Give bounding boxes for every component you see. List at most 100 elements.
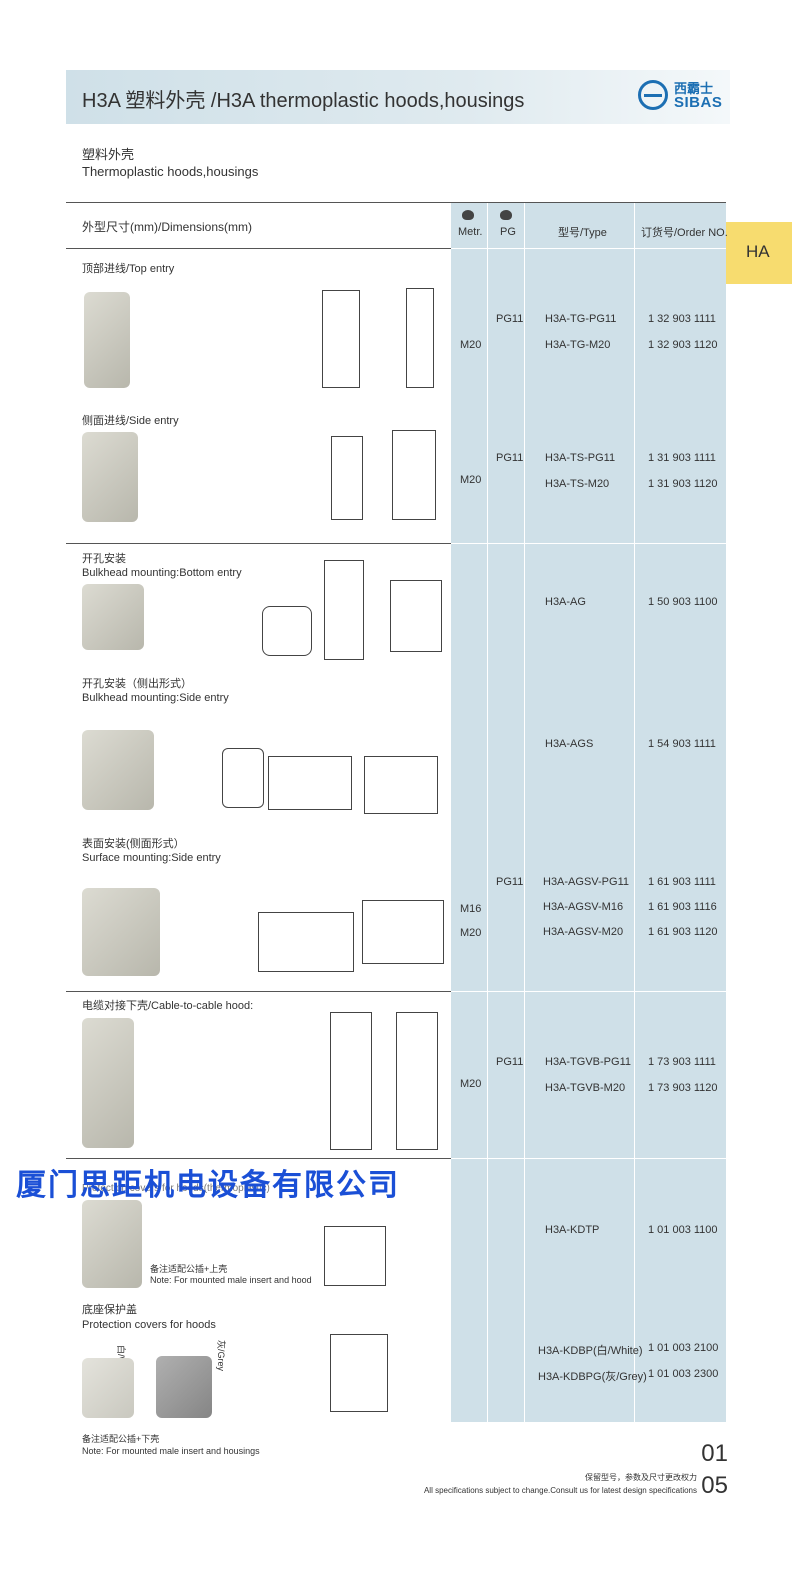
row1-metr: M20 xyxy=(460,339,482,351)
product-photo-top-entry xyxy=(84,292,130,388)
label-grey: 灰/Grey xyxy=(216,1340,226,1372)
label-top-entry: 顶部进线/Top entry xyxy=(82,263,175,275)
row8-type-2: H3A-KDBPG(灰/Grey) xyxy=(538,1371,647,1383)
table-top-rule xyxy=(66,202,726,203)
row2-type-1: H3A-TS-PG11 xyxy=(545,452,616,464)
drawing-bulkhead-front xyxy=(324,560,364,660)
drawing-top-entry-front xyxy=(322,290,360,388)
row2-metr: M20 xyxy=(460,474,482,486)
product-photo-surface xyxy=(82,888,160,976)
row1-order-2: 1 32 903 1120 xyxy=(648,339,718,351)
drawing-cable-hood-front xyxy=(330,1012,372,1150)
row-separator xyxy=(451,991,726,992)
row-separator xyxy=(451,248,726,249)
row7-type: H3A-KDTP xyxy=(545,1224,600,1236)
row5-order-3: 1 61 903 1120 xyxy=(648,926,718,938)
row6-metr: M20 xyxy=(460,1078,482,1090)
brand-logo: 西霸士 SIBAS xyxy=(638,76,723,116)
row8-order-1: 1 01 003 2100 xyxy=(648,1342,719,1354)
row-separator xyxy=(451,543,726,544)
drawing-side-entry-front xyxy=(331,436,363,520)
subtitle-en: Thermoplastic hoods,housings xyxy=(82,164,259,179)
drawing-cover-housing xyxy=(330,1334,388,1412)
section-rule xyxy=(66,991,451,992)
drawing-cutout xyxy=(262,606,312,656)
logo-cn: 西霸士 xyxy=(674,81,714,96)
row3-order: 1 50 903 1100 xyxy=(648,596,718,608)
logo-en: SIBAS xyxy=(674,94,723,111)
drawing-top-entry-side xyxy=(406,288,434,388)
type-header: 型号/Type xyxy=(558,227,607,239)
row5-metr: M16 M20 xyxy=(460,903,482,939)
label-protection-housing-en: Protection covers for hoods xyxy=(82,1319,216,1331)
section-rule xyxy=(66,543,451,544)
cable-gland-icon xyxy=(500,210,512,220)
row4-order: 1 54 903 1111 xyxy=(648,738,716,750)
pg-header: PG xyxy=(500,226,516,238)
footer-cn: 保留型号，参数及尺寸更改权力 xyxy=(585,1473,697,1482)
section-tab-label: HA xyxy=(746,242,770,261)
row2-order-1: 1 31 903 1111 xyxy=(648,452,716,464)
row2-pg: PG11 xyxy=(496,452,524,464)
metr-header: Metr. xyxy=(458,226,483,238)
label-bulkhead-side-en: Bulkhead mounting:Side entry xyxy=(82,692,229,704)
row1-pg: PG11 xyxy=(496,313,524,325)
row7-order: 1 01 003 1100 xyxy=(648,1224,718,1236)
drawing-bulkhead-side xyxy=(390,580,442,652)
row5-type-1: H3A-AGSV-PG11 xyxy=(543,876,629,888)
row5-type-3: H3A-AGSV-M20 xyxy=(543,926,624,938)
table-columns-bg xyxy=(451,202,726,1422)
product-photo-cover-hood xyxy=(82,1200,142,1288)
col-separator xyxy=(634,202,635,1422)
row3-type: H3A-AG xyxy=(545,596,586,608)
row6-pg: PG11 xyxy=(496,1056,524,1068)
subtitle-cn: 塑料外壳 xyxy=(82,147,135,162)
page-title: H3A 塑料外壳 /H3A thermoplastic hoods,housin… xyxy=(82,90,525,112)
section-tab[interactable]: HA xyxy=(726,222,792,284)
drawing-bulkhead-side-cutout xyxy=(222,748,264,808)
product-photo-bulkhead-bottom xyxy=(82,584,144,650)
drawing-cover-hood xyxy=(324,1226,386,1286)
product-photo-cover-grey xyxy=(156,1356,212,1418)
row2-type-2: H3A-TS-M20 xyxy=(545,478,610,490)
note2-cn: 备注适配公插+下壳 xyxy=(82,1434,160,1444)
row4-type: H3A-AGS xyxy=(545,738,594,750)
table-header-rule xyxy=(66,248,451,249)
row5-pg: PG11 xyxy=(496,876,524,888)
row6-order-1: 1 73 903 1111 xyxy=(648,1056,716,1068)
label-surface-en: Surface mounting:Side entry xyxy=(82,852,221,864)
row8-order-2: 1 01 003 2300 xyxy=(648,1368,719,1380)
row5-type-2: H3A-AGSV-M16 xyxy=(543,901,624,913)
drawing-surface-side xyxy=(362,900,444,964)
drawing-bulkhead-side-top xyxy=(268,756,352,810)
col-separator xyxy=(487,202,488,1422)
row-separator xyxy=(451,1158,726,1159)
row8-type-1: H3A-KDBP(白/White) xyxy=(538,1345,643,1357)
label-surface-cn: 表面安装(侧面形式） xyxy=(82,838,185,850)
note2-en: Note: For mounted male insert and housin… xyxy=(82,1446,260,1456)
label-protection-hoods: Protection covers for hoods(thermoplasti… xyxy=(82,1183,270,1194)
row6-type-1: H3A-TGVB-PG11 xyxy=(545,1056,631,1068)
logo-icon xyxy=(638,80,668,110)
row5-order-2: 1 61 903 1116 xyxy=(648,901,717,913)
drawing-bulkhead-side-elevation xyxy=(364,756,438,814)
company-watermark: 厦门思距机电设备有限公司 xyxy=(16,1169,400,1202)
cable-gland-icon xyxy=(462,210,474,220)
dimensions-header: 外型尺寸(mm)/Dimensions(mm) xyxy=(82,220,252,234)
page-number-top: 01 xyxy=(701,1440,728,1467)
product-photo-cover-white xyxy=(82,1358,134,1418)
row2-order-2: 1 31 903 1120 xyxy=(648,478,718,490)
row1-order-1: 1 32 903 1111 xyxy=(648,313,716,325)
product-photo-cable-hood xyxy=(82,1018,134,1148)
product-photo-bulkhead-side xyxy=(82,730,154,810)
note1-en: Note: For mounted male insert and hood xyxy=(150,1275,312,1285)
label-side-entry: 侧面进线/Side entry xyxy=(82,415,179,427)
product-photo-side-entry xyxy=(82,432,138,522)
row6-type-2: H3A-TGVB-M20 xyxy=(545,1082,626,1094)
label-bulkhead-side-cn: 开孔安装（侧出形式） xyxy=(82,678,192,690)
label-cable-hood: 电缆对接下壳/Cable-to-cable hood: xyxy=(82,1000,254,1012)
order-header: 订货号/Order NO. xyxy=(641,227,728,239)
section-rule xyxy=(66,1158,451,1159)
row1-type-1: H3A-TG-PG11 xyxy=(545,313,617,325)
drawing-side-entry-side xyxy=(392,430,436,520)
